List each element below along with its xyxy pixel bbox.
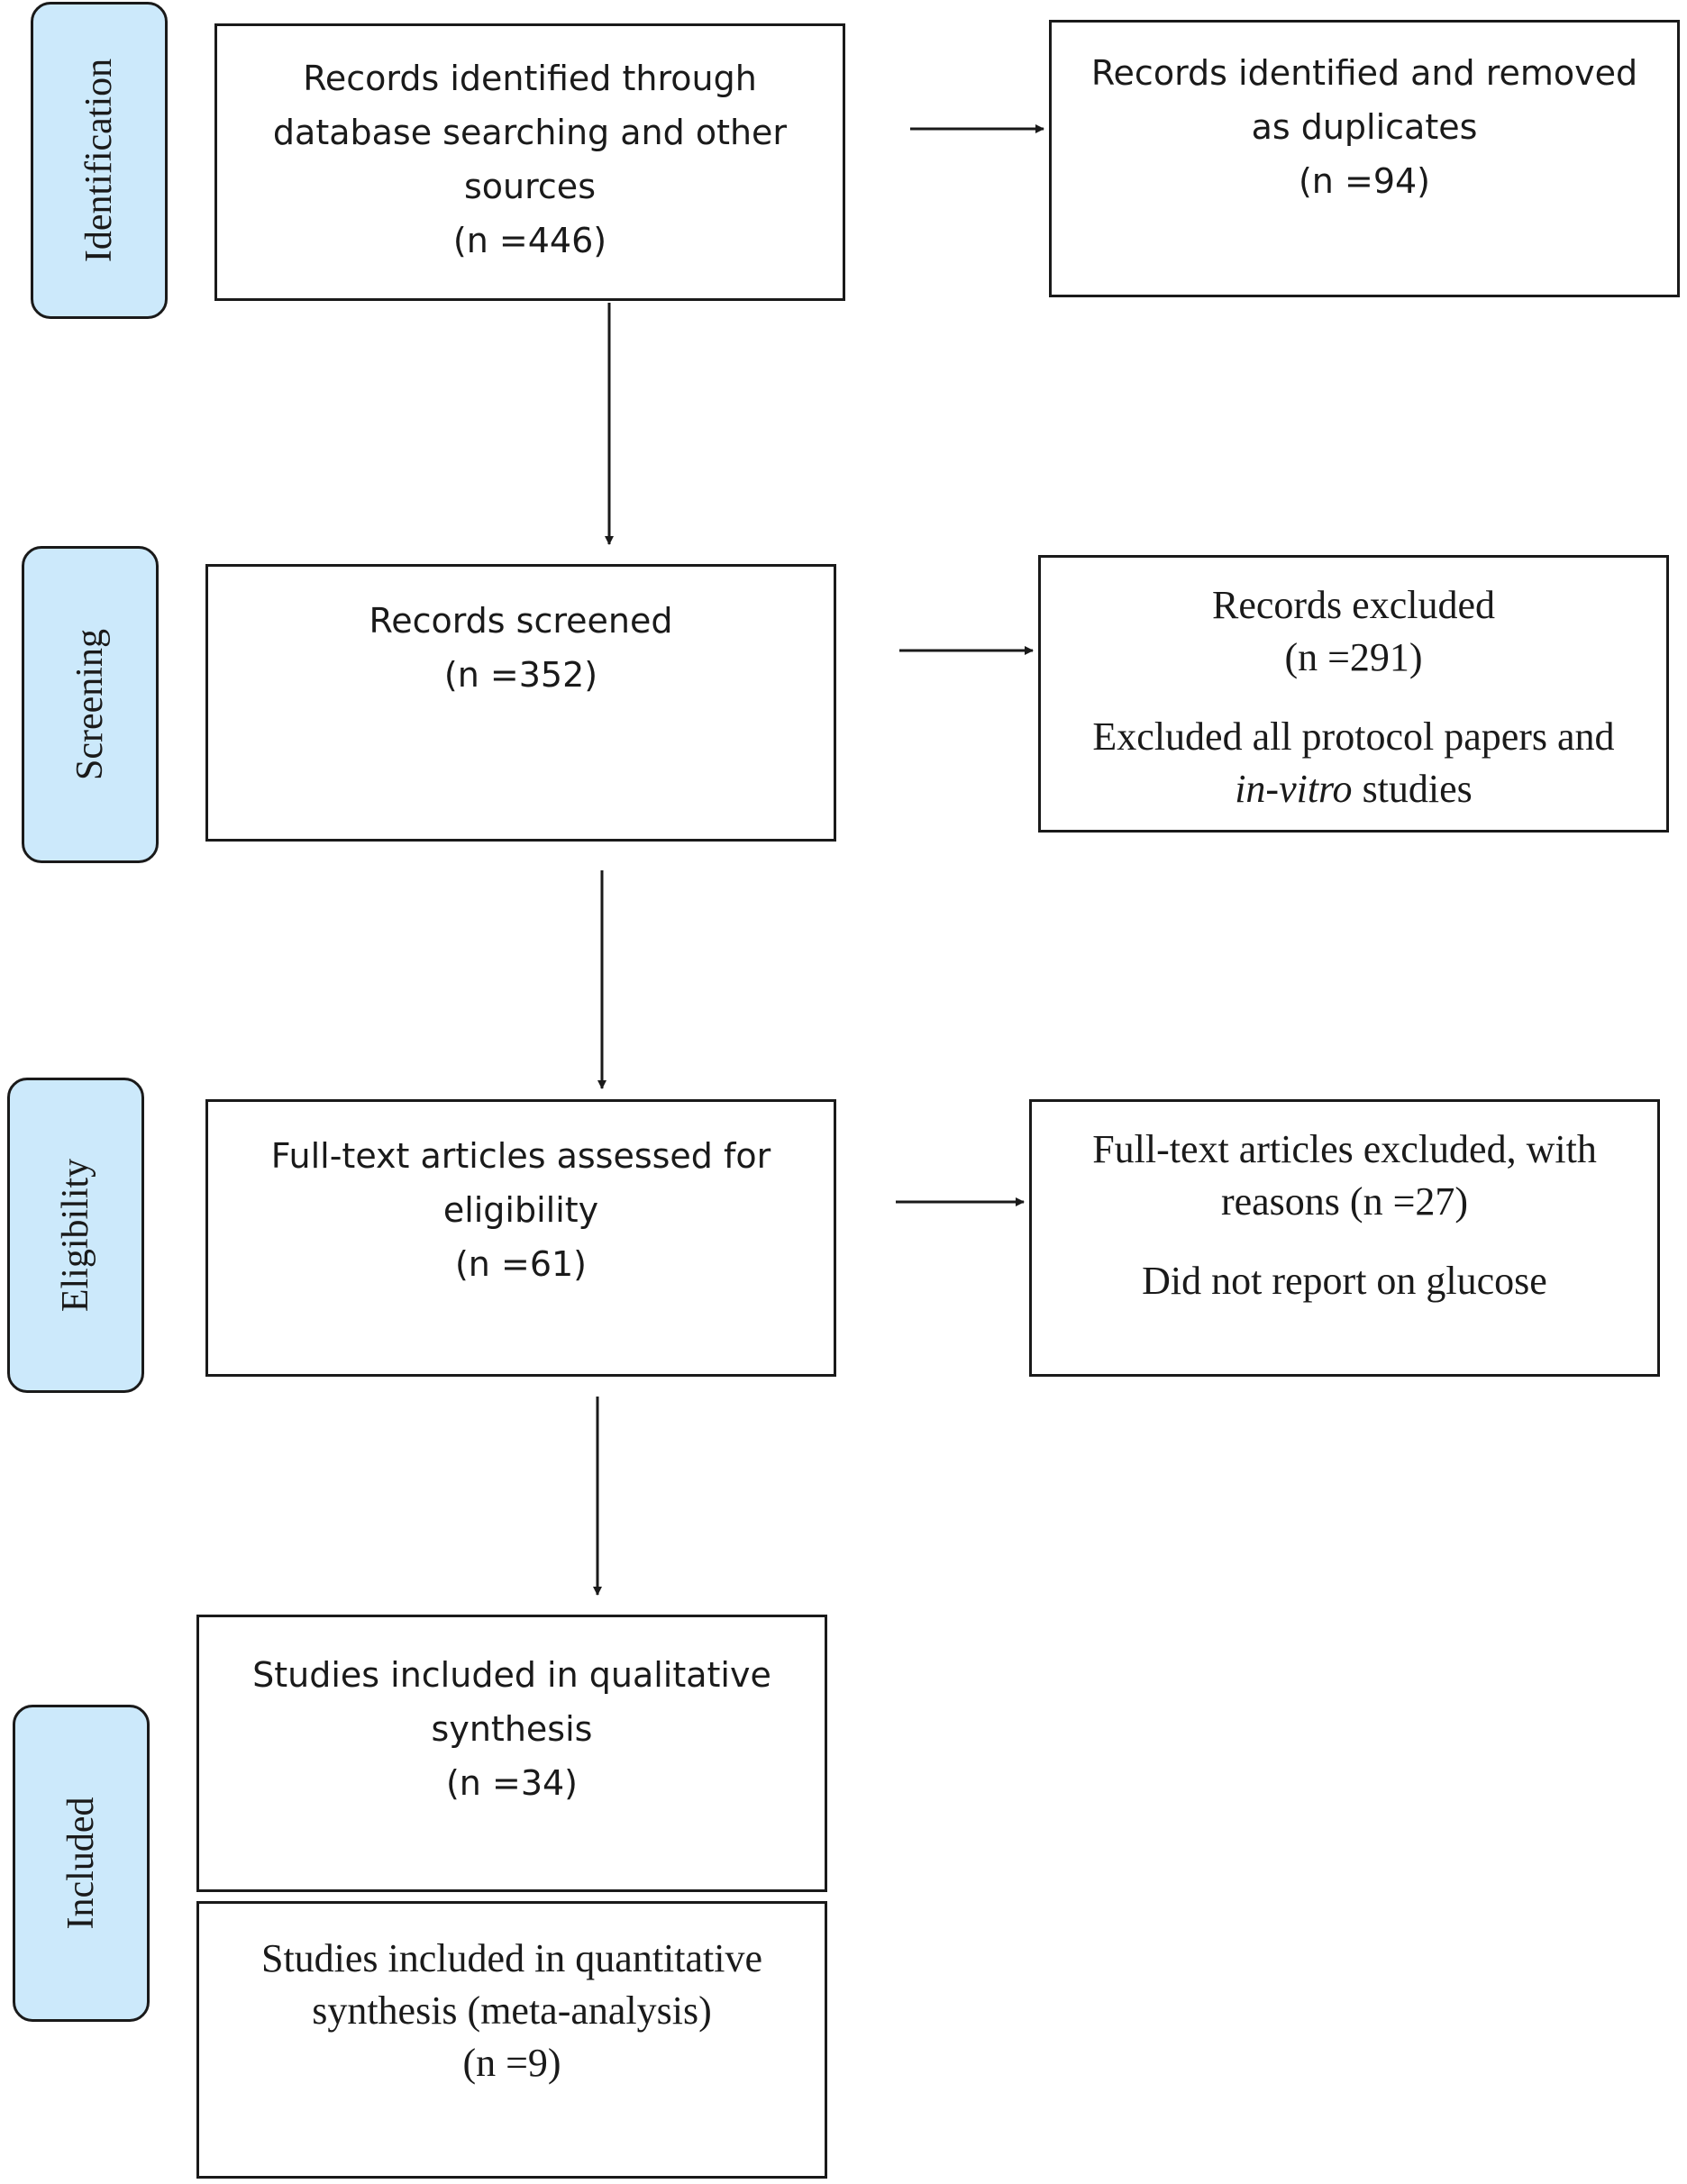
qualitative-synthesis-box: Studies included in qualitative synthesi…: [196, 1615, 827, 1892]
quantitative-synthesis-box: Studies included in quantitative synthes…: [196, 1901, 827, 2179]
box-count: (n =291): [1284, 635, 1423, 679]
box-line: reasons (n =27): [1220, 1179, 1469, 1224]
box-line: synthesis: [431, 1709, 593, 1749]
phase-eligibility: Eligibility: [7, 1078, 144, 1393]
box-line: database searching and other: [272, 113, 788, 152]
records-screened-box: Records screened (n =352): [205, 564, 836, 842]
box-note: in-vitro studies: [1041, 763, 1666, 815]
box-line: sources: [464, 167, 596, 206]
box-line: Studies included in quantitative: [260, 1936, 762, 1980]
italic-term: in-vitro: [1235, 767, 1353, 811]
box-line: Full-text articles excluded, with: [1092, 1127, 1597, 1171]
phase-included: Included: [13, 1705, 150, 2022]
note-suffix: studies: [1352, 767, 1473, 811]
box-line: (n =34): [445, 1763, 578, 1803]
box-line: as duplicates: [1251, 107, 1478, 147]
box-line: Records identified and removed: [1090, 53, 1638, 93]
fulltext-excluded-box: Full-text articles excluded, with reason…: [1029, 1099, 1660, 1377]
box-title: Records excluded: [1212, 583, 1495, 627]
box-line: Studies included in qualitative: [252, 1655, 771, 1695]
box-line: Full-text articles assessed for: [270, 1136, 771, 1176]
box-line: (n =352): [443, 655, 598, 695]
box-line: eligibility: [442, 1190, 599, 1230]
records-identified-box: Records identified through database sear…: [214, 23, 845, 301]
box-line: (n =61): [454, 1244, 587, 1284]
phase-screening: Screening: [22, 546, 159, 863]
box-note: Excluded all protocol papers and: [1092, 714, 1615, 759]
records-excluded-box: Records excluded (n =291) Excluded all p…: [1038, 555, 1669, 833]
duplicates-removed-box: Records identified and removed as duplic…: [1049, 20, 1680, 297]
box-line: (n =446): [452, 221, 607, 260]
fulltext-assessed-box: Full-text articles assessed for eligibil…: [205, 1099, 836, 1377]
box-line: (n =94): [1298, 161, 1430, 201]
box-line: synthesis (meta-analysis): [312, 1988, 712, 2033]
box-note: Did not report on glucose: [1142, 1259, 1547, 1303]
box-line: (n =9): [462, 2041, 561, 2085]
box-line: Records screened: [369, 601, 673, 641]
box-line: Records identified through: [303, 59, 757, 98]
phase-identification: Identification: [31, 2, 168, 319]
